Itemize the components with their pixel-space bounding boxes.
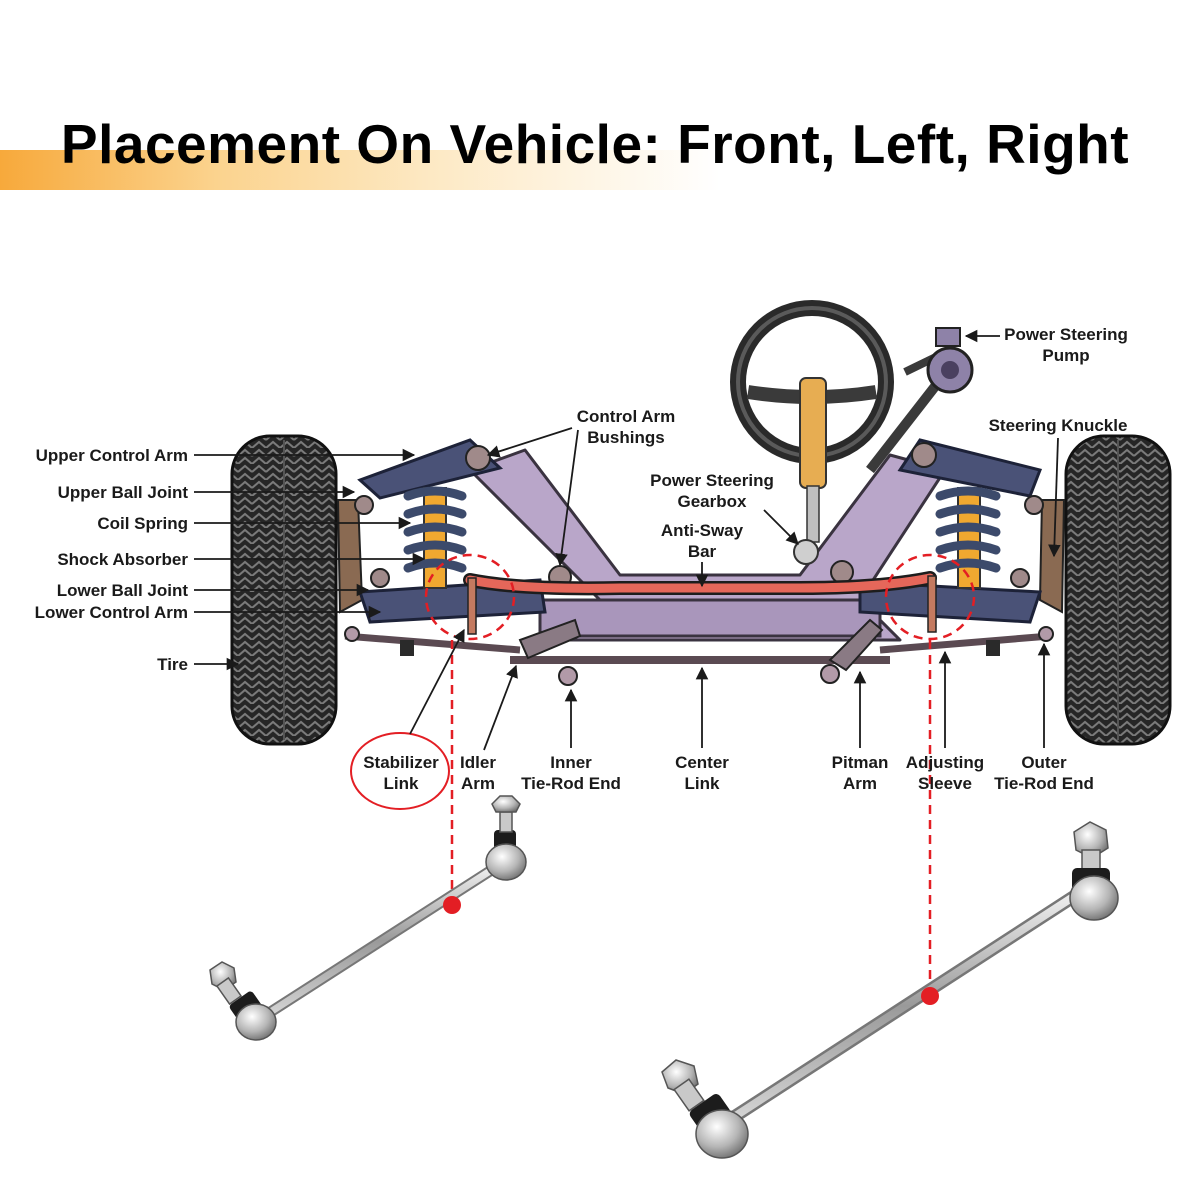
- left-stabilizer-link-mount: [467, 577, 477, 635]
- left-labels: Upper Control Arm Upper Ball Joint Coil …: [35, 446, 426, 674]
- label-stabilizer-link-2: Link: [384, 774, 419, 793]
- tie-rod-right: [879, 632, 1051, 654]
- label-outer-tie-rod-2: Tie-Rod End: [994, 774, 1094, 793]
- adjusting-sleeve-right: [986, 640, 1000, 656]
- label-idler-arm-1: Idler: [460, 753, 496, 772]
- label-center-link-1: Center: [675, 753, 729, 772]
- adjusting-sleeve-left: [400, 640, 414, 656]
- title-accent-band: [0, 150, 720, 190]
- right-stabilizer-link-mount: [927, 575, 937, 633]
- label-upper-ball-joint: Upper Ball Joint: [58, 483, 189, 502]
- label-shock-absorber: Shock Absorber: [57, 550, 188, 569]
- power-steering-hose: [866, 376, 944, 474]
- label-lower-ball-joint: Lower Ball Joint: [57, 581, 189, 600]
- label-stabilizer-link-1: Stabilizer: [363, 753, 439, 772]
- label-center-link-2: Link: [685, 774, 720, 793]
- label-outer-tie-rod-1: Outer: [1021, 753, 1067, 772]
- right-tire: [1064, 434, 1172, 746]
- label-power-steering-gearbox-2: Gearbox: [678, 492, 748, 511]
- center-labels: Control Arm Bushings Power Steering Gear…: [486, 325, 1128, 588]
- inner-tie-rod-end-right: [820, 664, 840, 684]
- label-adjusting-sleeve-2: Sleeve: [918, 774, 972, 793]
- right-coil-spring: [935, 486, 1001, 589]
- label-pitman-arm-1: Pitman: [832, 753, 889, 772]
- label-power-steering-pump-1: Power Steering: [1004, 325, 1128, 344]
- steering-shaft: [806, 485, 820, 543]
- label-anti-sway-bar-1: Anti-Sway: [661, 521, 744, 540]
- power-steering-gearbox: [793, 539, 819, 565]
- label-power-steering-gearbox-1: Power Steering: [650, 471, 774, 490]
- label-steering-knuckle: Steering Knuckle: [989, 416, 1128, 435]
- anti-sway-bar-fill: [465, 573, 935, 593]
- bushings: [354, 442, 1044, 589]
- left-coil-spring: [403, 486, 467, 589]
- label-inner-tie-rod-1: Inner: [550, 753, 592, 772]
- left-steering-knuckle: [336, 499, 364, 614]
- label-power-steering-pump-2: Pump: [1042, 346, 1089, 365]
- left-stabilizer-link-part: [209, 795, 527, 1041]
- label-adjusting-sleeve-1: Adjusting: [906, 753, 984, 772]
- bottom-labels: Stabilizer Link Idler Arm Inner Tie-Rod …: [363, 628, 1094, 793]
- outer-tie-rod-end-right: [1038, 626, 1054, 642]
- left-upper-control-arm: [357, 438, 504, 500]
- label-anti-sway-bar-2: Bar: [688, 542, 717, 561]
- right-part-marker: [921, 987, 939, 1005]
- label-control-arm-bushings-1: Control Arm: [577, 407, 676, 426]
- left-stabilizer-highlight: [424, 553, 516, 641]
- page-title: Placement On Vehicle: Front, Left, Right: [60, 113, 1130, 175]
- steering-column: [799, 377, 827, 489]
- left-part-marker: [443, 896, 461, 914]
- power-steering-pump: [926, 327, 974, 394]
- label-pitman-arm-2: Arm: [843, 774, 877, 793]
- pitman-arm: [828, 618, 884, 672]
- label-tire: Tire: [157, 655, 188, 674]
- inner-tie-rod-end-left: [558, 666, 578, 686]
- right-stabilizer-highlight: [884, 553, 976, 641]
- idler-arm: [518, 618, 582, 660]
- label-idler-arm-2: Arm: [461, 774, 495, 793]
- right-steering-knuckle: [1038, 499, 1066, 614]
- label-coil-spring: Coil Spring: [97, 514, 188, 533]
- label-upper-control-arm: Upper Control Arm: [36, 446, 188, 465]
- right-stabilizer-link-part: [661, 821, 1119, 1159]
- label-inner-tie-rod-2: Tie-Rod End: [521, 774, 621, 793]
- frame-bottom-rail: [538, 598, 882, 638]
- outer-tie-rod-end-left: [344, 626, 360, 642]
- tie-rod-left: [344, 632, 521, 654]
- label-lower-control-arm: Lower Control Arm: [35, 603, 188, 622]
- stabilizer-link-label-highlight: [350, 732, 450, 810]
- label-control-arm-bushings-2: Bushings: [587, 428, 664, 447]
